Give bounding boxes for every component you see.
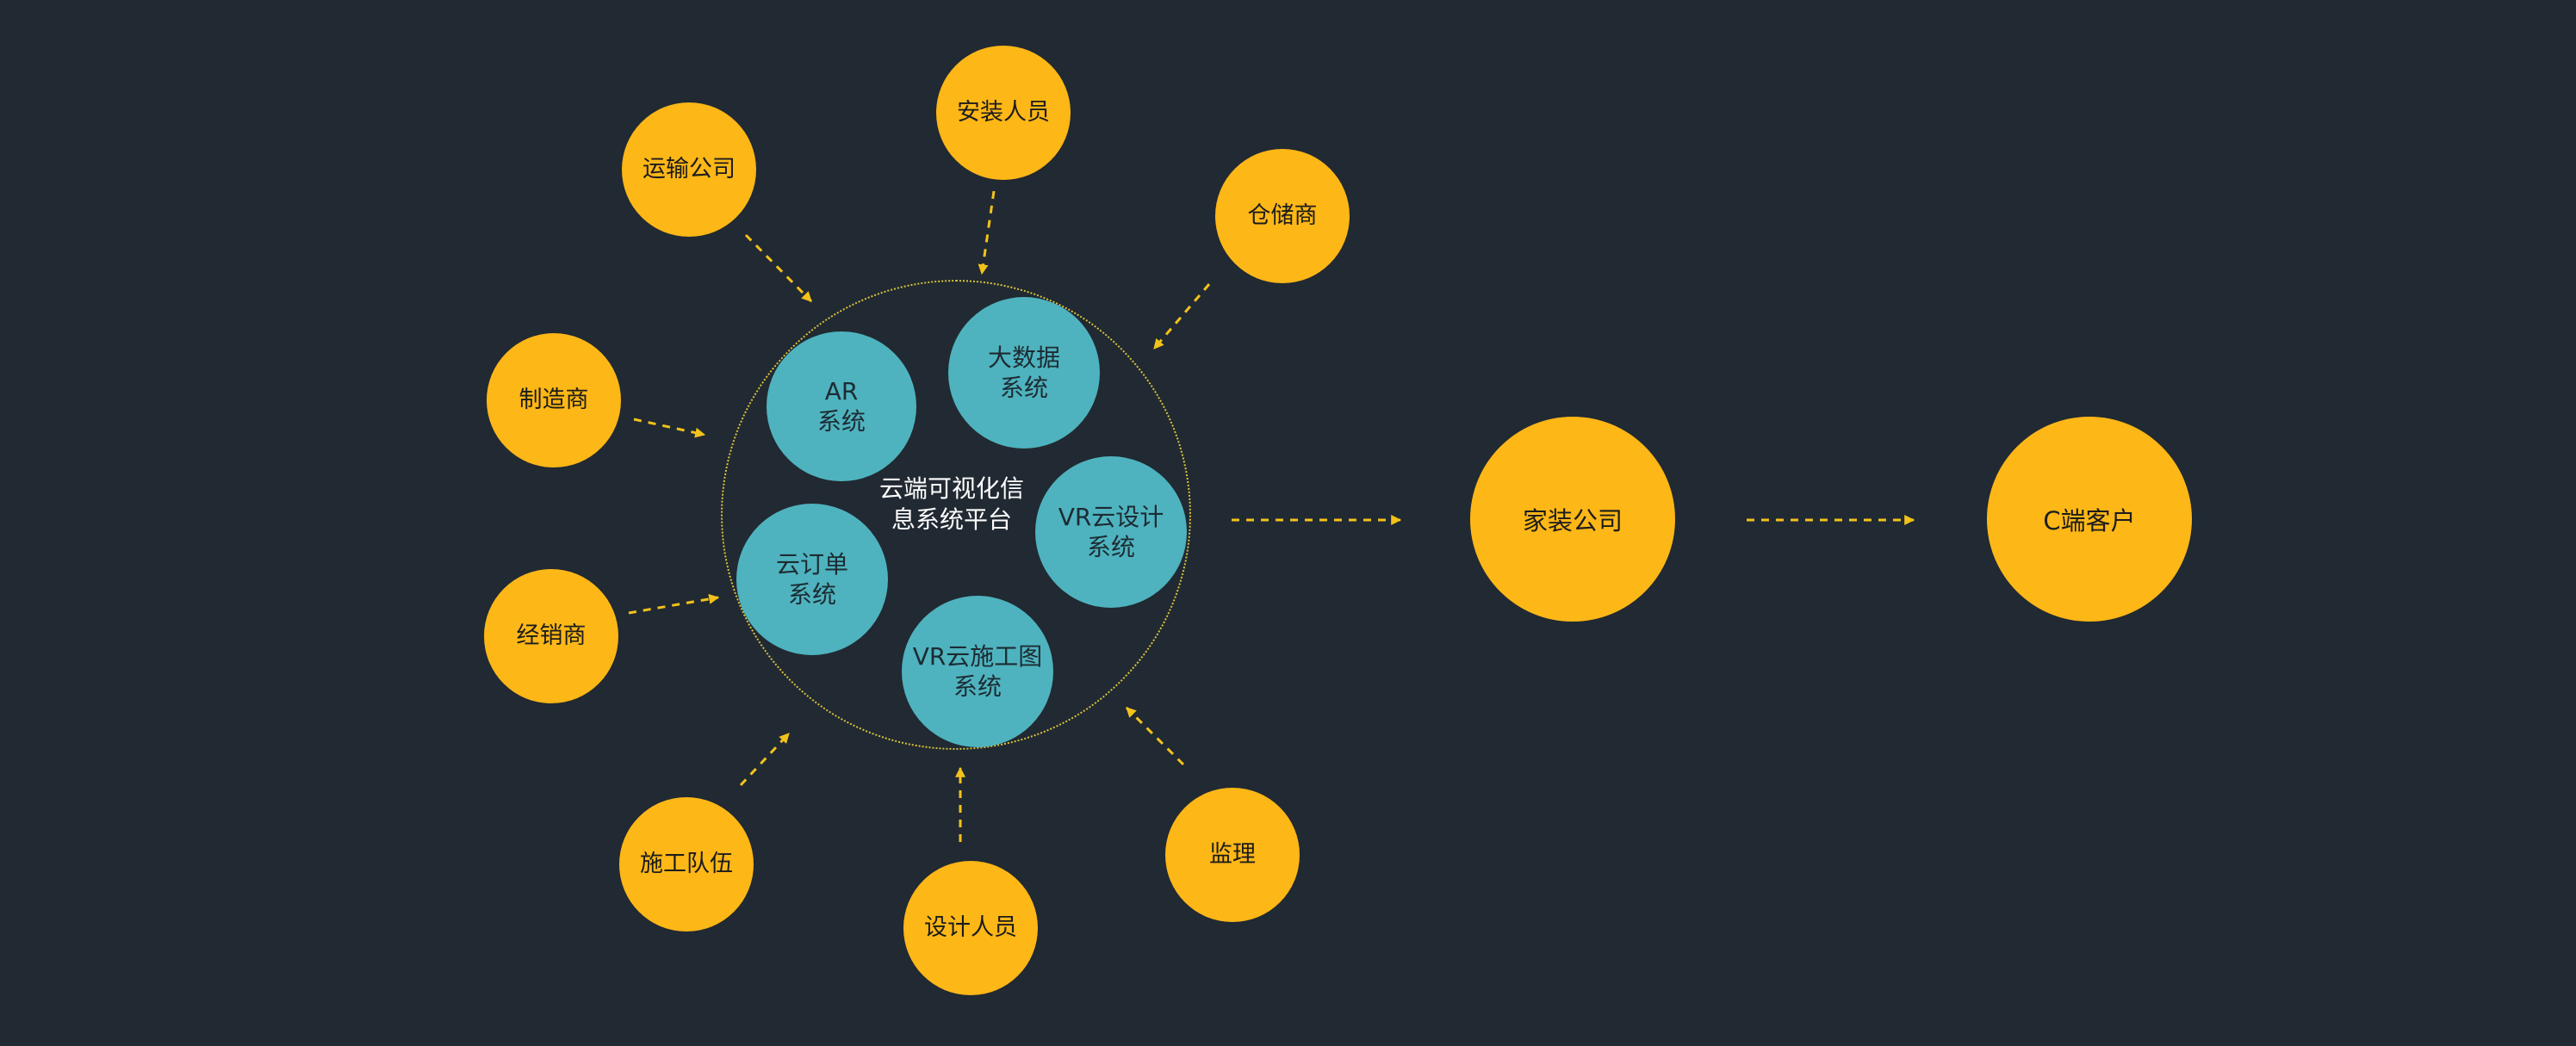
stakeholder-distributor-label: 经销商 xyxy=(516,622,587,649)
stakeholder-warehouse-label: 仓储商 xyxy=(1247,202,1318,229)
stakeholder-installer-label: 安装人员 xyxy=(957,99,1050,126)
stakeholder-designer[interactable]: 设计人员 xyxy=(903,861,1038,995)
arrow-warehouse-to-platform xyxy=(1152,283,1211,350)
arrow-installer-to-platform xyxy=(978,190,996,275)
stakeholder-construction-team-label: 施工队伍 xyxy=(640,851,733,877)
c-customer-label: C端客户 xyxy=(2043,506,2136,535)
subsystem-ar[interactable]: AR 系统 xyxy=(767,331,916,481)
subsystem-ar-label: AR 系统 xyxy=(816,377,866,436)
stakeholder-construction-team[interactable]: 施工队伍 xyxy=(619,797,754,931)
stakeholder-supervisor-label: 监理 xyxy=(1209,841,1256,868)
subsystem-vr-construction-label: VR云施工图 系统 xyxy=(912,642,1043,701)
subsystem-vr-construction[interactable]: VR云施工图 系统 xyxy=(902,596,1053,747)
c-customer-node[interactable]: C端客户 xyxy=(1987,417,2192,622)
stakeholder-installer[interactable]: 安装人员 xyxy=(936,46,1071,180)
stakeholder-warehouse[interactable]: 仓储商 xyxy=(1215,149,1350,283)
arrow-manufacturer-to-platform xyxy=(633,418,706,438)
home-decor-company-label: 家装公司 xyxy=(1522,506,1623,535)
arrow-supervisor-to-platform xyxy=(1125,706,1185,766)
home-decor-company-node[interactable]: 家装公司 xyxy=(1470,417,1675,622)
arrow-construction-team-to-platform xyxy=(739,732,791,787)
stakeholder-transport-label: 运输公司 xyxy=(642,156,736,183)
arrow-distributor-to-platform xyxy=(628,593,720,615)
stakeholder-manufacturer-label: 制造商 xyxy=(518,387,589,413)
stakeholder-transport[interactable]: 运输公司 xyxy=(622,102,756,237)
stakeholder-designer-label: 设计人员 xyxy=(924,914,1017,941)
arrow-transport-to-platform xyxy=(744,233,813,303)
subsystem-big-data-label: 大数据 系统 xyxy=(987,344,1060,402)
subsystem-vr-design[interactable]: VR云设计 系统 xyxy=(1035,456,1187,608)
stakeholder-manufacturer[interactable]: 制造商 xyxy=(487,333,621,467)
platform-label: 云端可视化信 息系统平台 xyxy=(878,474,1024,534)
platform-boundary-circle xyxy=(721,280,1191,750)
stakeholder-distributor[interactable]: 经销商 xyxy=(484,569,618,703)
stakeholder-supervisor[interactable]: 监理 xyxy=(1165,788,1300,922)
subsystem-cloud-order[interactable]: 云订单 系统 xyxy=(736,504,888,655)
subsystem-vr-design-label: VR云设计 系统 xyxy=(1058,503,1164,561)
subsystem-cloud-order-label: 云订单 系统 xyxy=(775,550,848,609)
subsystem-big-data[interactable]: 大数据 系统 xyxy=(948,297,1100,449)
